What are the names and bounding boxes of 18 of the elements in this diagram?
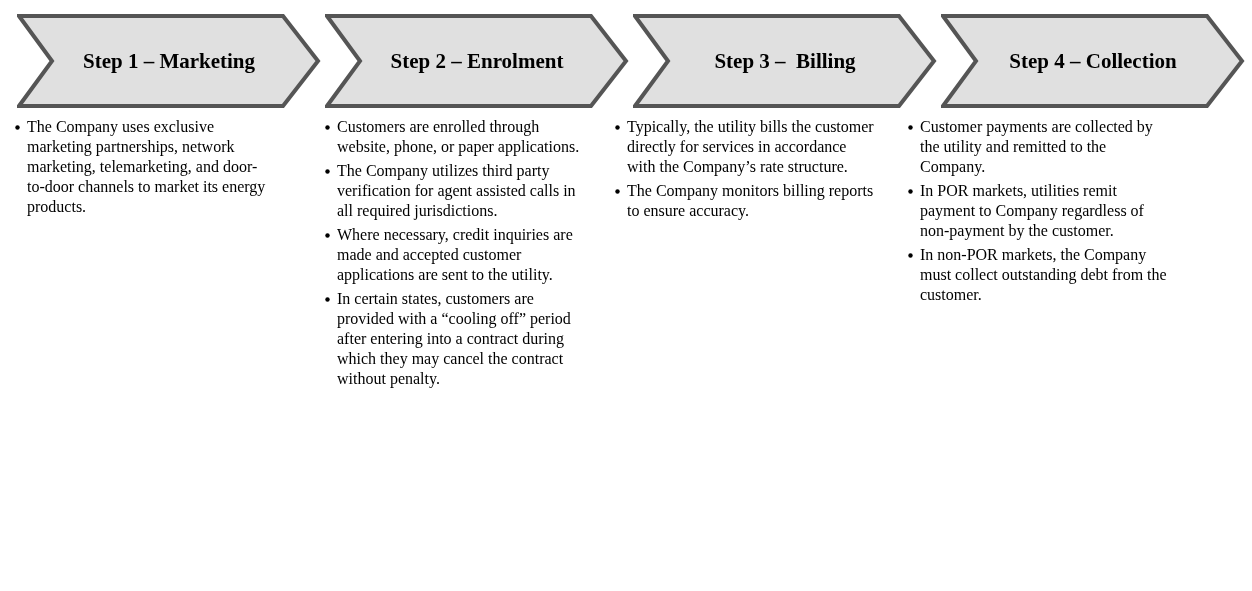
process-step-banner [325,14,629,108]
process-step-banner [633,14,937,108]
bullet-text: The Company uses exclusive marketing partnerships, network marketing, telemarketing, and door-to-door channels to market its energy products. [27,117,267,217]
step-heading: Step 1 – Marketing [81,47,257,75]
step-heading: Step 3 – Billing [713,47,857,75]
bullet-text: The Company utilizes third party verification for agent assisted calls in all required jurisdictions. [337,161,577,221]
bullet-text: Customers are enrolled through website, phone, or paper applications. [337,117,581,157]
step-heading: Step 4 – Collection [1008,47,1178,75]
bullet-text: In non-POR markets, the Company must collect outstanding debt from the customer. [920,245,1167,305]
process-step-banner [941,14,1245,108]
bullet-text: Where necessary, credit inquiries are made and accepted customer applications are sent to the utility. [337,225,574,285]
process-step-banner [17,14,321,108]
bullet-text: Customer payments are collected by the utility and remitted to the Company. [920,117,1154,177]
bullet-text: Typically, the utility bills the customer directly for services in accordance with the Company’s rate structure. [627,117,874,177]
bullet-text: In certain states, customers are provided with a “cooling off” period after entering into a contract during which they may cancel the contract without penalty. [337,289,572,389]
bullet-text: The Company monitors billing reports to ensure accuracy. [627,181,874,221]
bullet-text: In POR markets, utilities remit payment to Company regardless of non-payment by the customer. [920,181,1145,241]
step-heading: Step 2 – Enrolment [389,47,565,75]
